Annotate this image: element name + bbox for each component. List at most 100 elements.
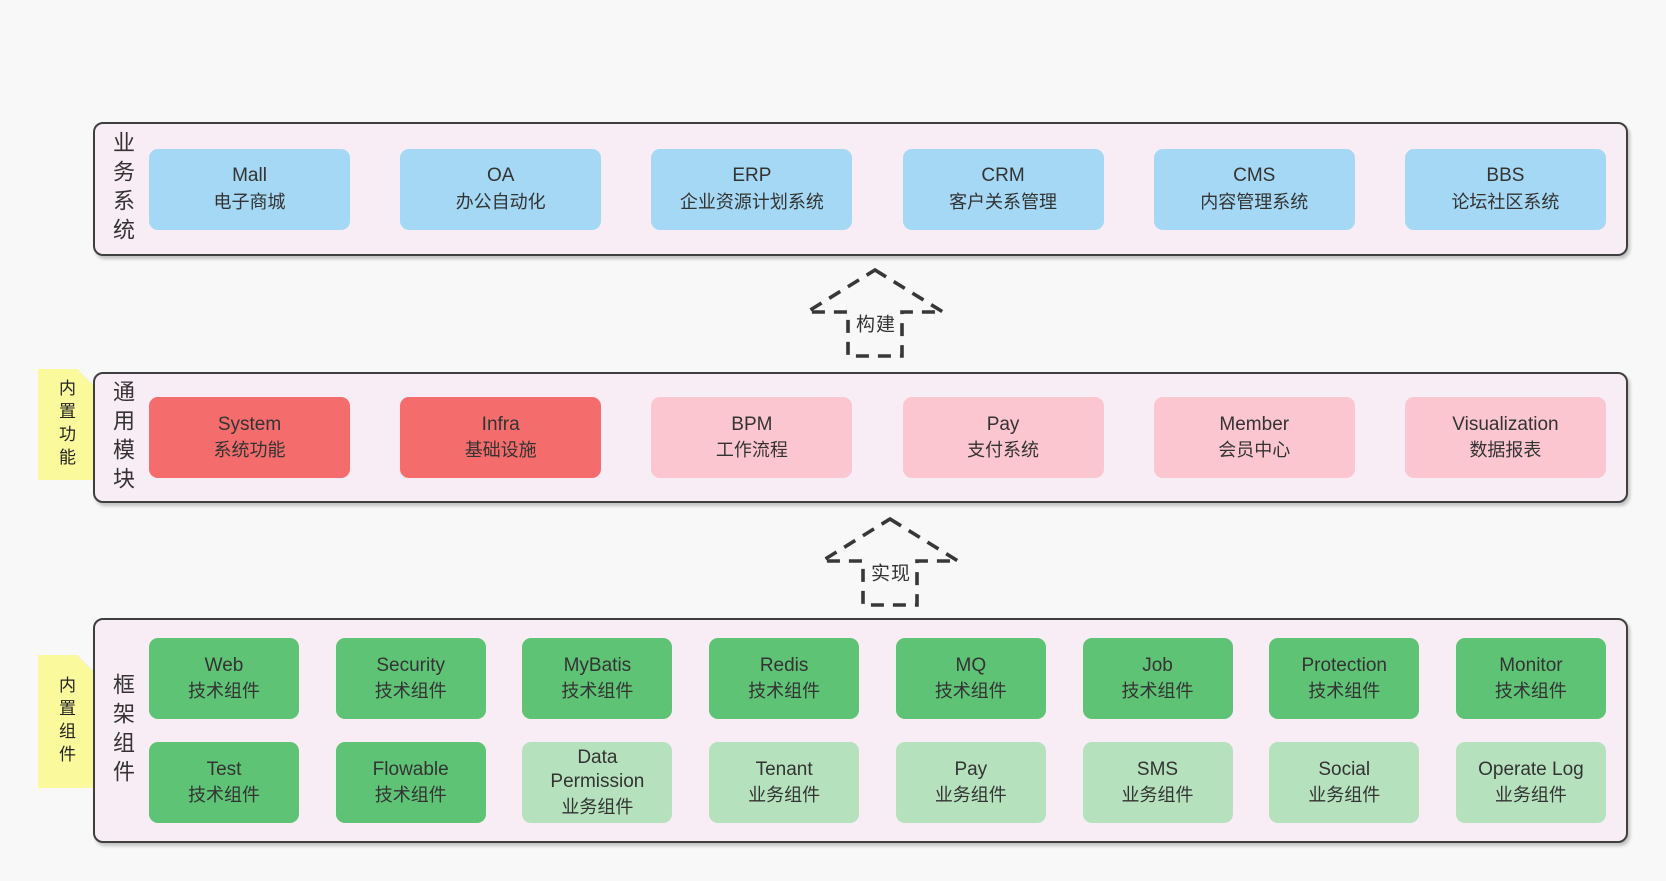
box-title: CRM — [981, 165, 1025, 187]
box-subtitle: 技术组件 — [1121, 681, 1194, 702]
box-title: Member — [1219, 413, 1290, 435]
box-subtitle: 业务组件 — [1494, 785, 1567, 806]
folded-corner-icon — [77, 655, 93, 671]
box-subtitle: 支付系统 — [967, 440, 1040, 461]
box-redis: Redis 技术组件 — [709, 638, 860, 719]
box-subtitle: 技术组件 — [1308, 681, 1381, 702]
layer-side-label: 通用模块 — [110, 379, 135, 496]
box-member: Member 会员中心 — [1153, 397, 1355, 478]
box-subtitle: 客户关系管理 — [949, 191, 1058, 212]
box-subtitle: 数据报表 — [1469, 440, 1542, 461]
box-title: Data Permission — [550, 747, 645, 792]
box-oa: OA 办公自动化 — [400, 148, 602, 230]
sticky-note-label: 内置组件 — [56, 675, 75, 768]
box-title: OA — [486, 165, 515, 187]
box-subtitle: 基础设施 — [464, 440, 537, 461]
box-title: Protection — [1301, 654, 1387, 676]
box-title: Web — [204, 654, 244, 676]
box-title: Visualization — [1452, 413, 1559, 435]
layer-business-systems: 业务系统 Mall 电子商城 OA 办公自动化 ERP 企业资源计划系统 CRM 客户关系管理… — [93, 122, 1628, 256]
box-bpm: BPM 工作流程 — [651, 397, 853, 478]
box-title: Pay — [986, 413, 1020, 435]
box-infra: Infra 基础设施 — [400, 397, 602, 478]
layer-common-modules: 通用模块 System 系统功能 Infra 基础设施 BPM 工作流程 Pay 支付系统 Me… — [93, 372, 1628, 503]
folded-corner-icon — [77, 369, 93, 385]
box-title: Tenant — [755, 758, 813, 780]
box-title: CMS — [1233, 165, 1276, 187]
box-crm: CRM 客户关系管理 — [902, 148, 1104, 230]
box-title: Operate Log — [1478, 758, 1584, 780]
box-web: Web 技术组件 — [149, 638, 299, 719]
box-title: Redis — [759, 654, 809, 676]
box-subtitle: 技术组件 — [1494, 681, 1567, 702]
arrow-label-implement: 实现 — [868, 558, 914, 586]
arrow-label-build: 构建 — [853, 309, 899, 337]
box-subtitle: 业务组件 — [561, 796, 634, 817]
box-subtitle: 技术组件 — [188, 785, 260, 806]
box-data-permission: Data Permission 业务组件 — [522, 742, 673, 823]
box-title: Test — [206, 758, 242, 780]
box-job: Job 技术组件 — [1082, 638, 1233, 719]
box-title: Pay — [954, 758, 988, 780]
box-system: System 系统功能 — [149, 397, 350, 478]
box-title: Mall — [232, 165, 267, 187]
box-subtitle: 办公自动化 — [455, 191, 546, 212]
layer-box-area: Mall 电子商城 OA 办公自动化 ERP 企业资源计划系统 CRM 客户关系管理 CMS 内容… — [149, 124, 1626, 254]
box-subtitle: 会员中心 — [1218, 440, 1291, 461]
box-monitor: Monitor 技术组件 — [1455, 638, 1606, 719]
box-erp: ERP 企业资源计划系统 — [651, 148, 853, 230]
box-title: BPM — [731, 413, 773, 435]
box-title: Monitor — [1499, 654, 1563, 676]
box-title: Infra — [481, 413, 520, 435]
box-title: BBS — [1486, 165, 1525, 187]
box-title: Flowable — [372, 758, 449, 780]
dashed-up-arrow-icon — [804, 267, 946, 358]
box-protection: Protection 技术组件 — [1269, 638, 1420, 719]
box-subtitle: 技术组件 — [934, 681, 1007, 702]
box-title: Security — [376, 654, 446, 676]
box-subtitle: 业务组件 — [748, 785, 821, 806]
box-security: Security 技术组件 — [335, 638, 486, 719]
box-test: Test 技术组件 — [149, 742, 299, 823]
sticky-note-label: 内置功能 — [56, 378, 75, 471]
box-pay: Pay 业务组件 — [895, 742, 1046, 823]
box-title: System — [217, 413, 282, 435]
box-subtitle: 企业资源计划系统 — [679, 191, 824, 212]
box-subtitle: 技术组件 — [188, 681, 260, 702]
box-tenant: Tenant 业务组件 — [709, 742, 860, 823]
box-title: ERP — [732, 165, 772, 187]
box-title: MyBatis — [563, 654, 632, 676]
box-subtitle: 业务组件 — [934, 785, 1007, 806]
box-subtitle: 技术组件 — [374, 785, 447, 806]
box-subtitle: 业务组件 — [1121, 785, 1194, 806]
box-title: Job — [1142, 654, 1173, 676]
box-subtitle: 电子商城 — [213, 191, 286, 212]
box-title: MQ — [955, 654, 987, 676]
box-pay: Pay 支付系统 — [902, 397, 1104, 478]
box-mall: Mall 电子商城 — [149, 148, 350, 230]
dashed-up-arrow-icon — [819, 516, 961, 607]
layer-side-label: 框架组件 — [110, 672, 135, 789]
box-subtitle: 技术组件 — [374, 681, 447, 702]
box-subtitle: 系统功能 — [213, 440, 286, 461]
layer-box-area: System 系统功能 Infra 基础设施 BPM 工作流程 Pay 支付系统 Member 会… — [149, 374, 1626, 501]
box-mq: MQ 技术组件 — [895, 638, 1046, 719]
box-subtitle: 内容管理系统 — [1200, 191, 1309, 212]
layer-side-label: 业务系统 — [110, 131, 135, 247]
box-subtitle: 业务组件 — [1308, 785, 1381, 806]
box-visualization: Visualization 数据报表 — [1404, 397, 1606, 478]
box-subtitle: 工作流程 — [715, 440, 788, 461]
box-cms: CMS 内容管理系统 — [1153, 148, 1355, 230]
sticky-note-built-in-features: 内置功能 — [38, 369, 93, 480]
box-flowable: Flowable 技术组件 — [335, 742, 486, 823]
box-subtitle: 技术组件 — [748, 681, 821, 702]
box-subtitle: 技术组件 — [561, 681, 634, 702]
sticky-note-built-in-components: 内置组件 — [38, 655, 93, 788]
